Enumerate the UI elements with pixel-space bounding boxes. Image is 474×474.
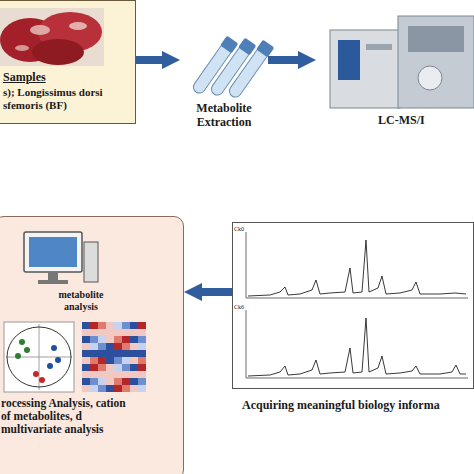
tube-body bbox=[209, 40, 254, 98]
instrument-port bbox=[418, 66, 442, 90]
chromatogram-frame bbox=[233, 223, 474, 389]
node-text: LC-MS/I bbox=[378, 114, 425, 128]
node-text: Metabolite Extraction bbox=[189, 102, 259, 130]
axis bbox=[246, 298, 468, 299]
tube-cap bbox=[238, 38, 256, 56]
node-text: rocessing Analysis, cation of metabolite… bbox=[1, 397, 133, 437]
tube-cap bbox=[256, 40, 274, 58]
instrument-panel bbox=[408, 26, 464, 52]
instrument-panel bbox=[338, 40, 360, 80]
instrument-step: LC-MS/I bbox=[316, 12, 474, 134]
node-text: Acquiring meaningful biology informa bbox=[242, 399, 440, 413]
extraction-step: Metabolite Extraction bbox=[180, 30, 268, 130]
sample-box: Sampless); Longissimus dorsi sfemoris (B… bbox=[0, 0, 136, 124]
chromatogram-trace bbox=[248, 318, 466, 376]
axis bbox=[246, 310, 247, 378]
flow-arrow bbox=[202, 288, 232, 296]
tube bbox=[208, 38, 256, 98]
analysis-box: metabolite analysis rocessing Analysis, c… bbox=[0, 216, 184, 474]
axis bbox=[246, 232, 247, 298]
chromatogram bbox=[233, 223, 474, 389]
node-text: s); Longissimus dorsi sfemoris (BF) bbox=[3, 86, 127, 111]
chromatogram-trace bbox=[248, 240, 466, 296]
instrument-body bbox=[398, 16, 474, 108]
data-acquisition-step: Acquiring meaningful biology informa bbox=[232, 222, 474, 418]
flow-arrow bbox=[136, 56, 162, 64]
tube-body bbox=[191, 38, 236, 96]
test-tubes bbox=[190, 36, 274, 100]
flow-arrow bbox=[268, 56, 298, 64]
node-text: metabolite analysis bbox=[41, 289, 121, 312]
axis-label: Ck6 bbox=[234, 304, 244, 311]
tube bbox=[190, 36, 238, 96]
lc-ms-instrument bbox=[330, 16, 474, 108]
axis bbox=[246, 378, 468, 379]
instrument-body bbox=[330, 30, 400, 108]
tube-body bbox=[227, 42, 272, 100]
axis-label: Ck0 bbox=[234, 226, 244, 233]
node-text: Samples bbox=[3, 71, 46, 85]
tube bbox=[226, 40, 274, 100]
tube-cap bbox=[220, 36, 238, 54]
instrument-slot bbox=[366, 44, 392, 50]
